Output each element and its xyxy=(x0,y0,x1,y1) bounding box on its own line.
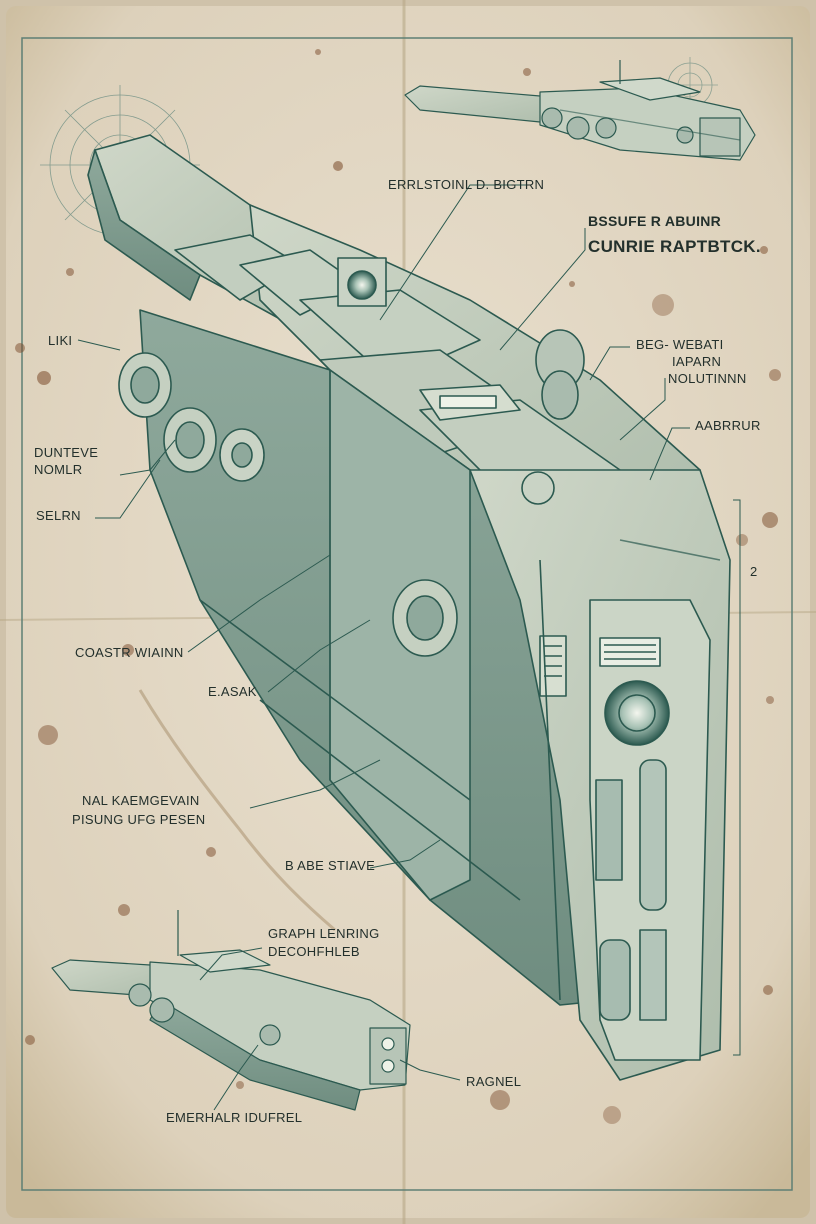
label-right-1b: IAPARN xyxy=(672,354,722,369)
label-left-2a: DUNTEVE xyxy=(34,445,99,460)
top-right-spaceship xyxy=(404,60,756,161)
stain-streak xyxy=(138,689,336,932)
label-right-1c: NOLUTINNN xyxy=(668,371,747,386)
label-left-2b: NOMLR xyxy=(34,462,83,477)
label-center-low: B ABE STIAVE xyxy=(285,858,376,873)
label-top-right-a: BSSUFE R ABUINR xyxy=(588,213,722,229)
label-right-1a: BEG- WEBATI xyxy=(636,337,724,352)
callout-leaders xyxy=(77,184,741,1111)
bottom-left-spaceship xyxy=(51,910,411,1111)
label-right-2: AABRRUR xyxy=(695,418,761,433)
label-top-right-b: CUNRIE RAPTBTCK. xyxy=(588,237,761,256)
label-bottom-center: EMERHALR IDUFREL xyxy=(166,1110,303,1125)
main-spaceship xyxy=(87,134,731,1081)
label-side-mark: 2 xyxy=(750,564,758,579)
label-bottom-left-a: GRAPH LENRING xyxy=(268,926,380,941)
border-frame xyxy=(21,37,793,1191)
label-left-1: LIKI xyxy=(48,333,73,348)
paper-stains xyxy=(15,49,781,1124)
label-bottom-left-b: DECOHFHLEB xyxy=(268,944,360,959)
label-top-center: ERRLSTOINL D. BIGTRN xyxy=(388,177,545,192)
label-left-3: SELRN xyxy=(36,508,81,523)
label-bottom-right: RAGNEL xyxy=(466,1074,522,1089)
label-left-6a: NAL KAEMGEVAIN xyxy=(82,793,200,808)
label-left-6b: PISUNG UFG PESEN xyxy=(72,812,206,827)
label-left-5: E.ASAK xyxy=(208,684,257,699)
label-left-4: COASTR WIAINN xyxy=(75,645,184,660)
